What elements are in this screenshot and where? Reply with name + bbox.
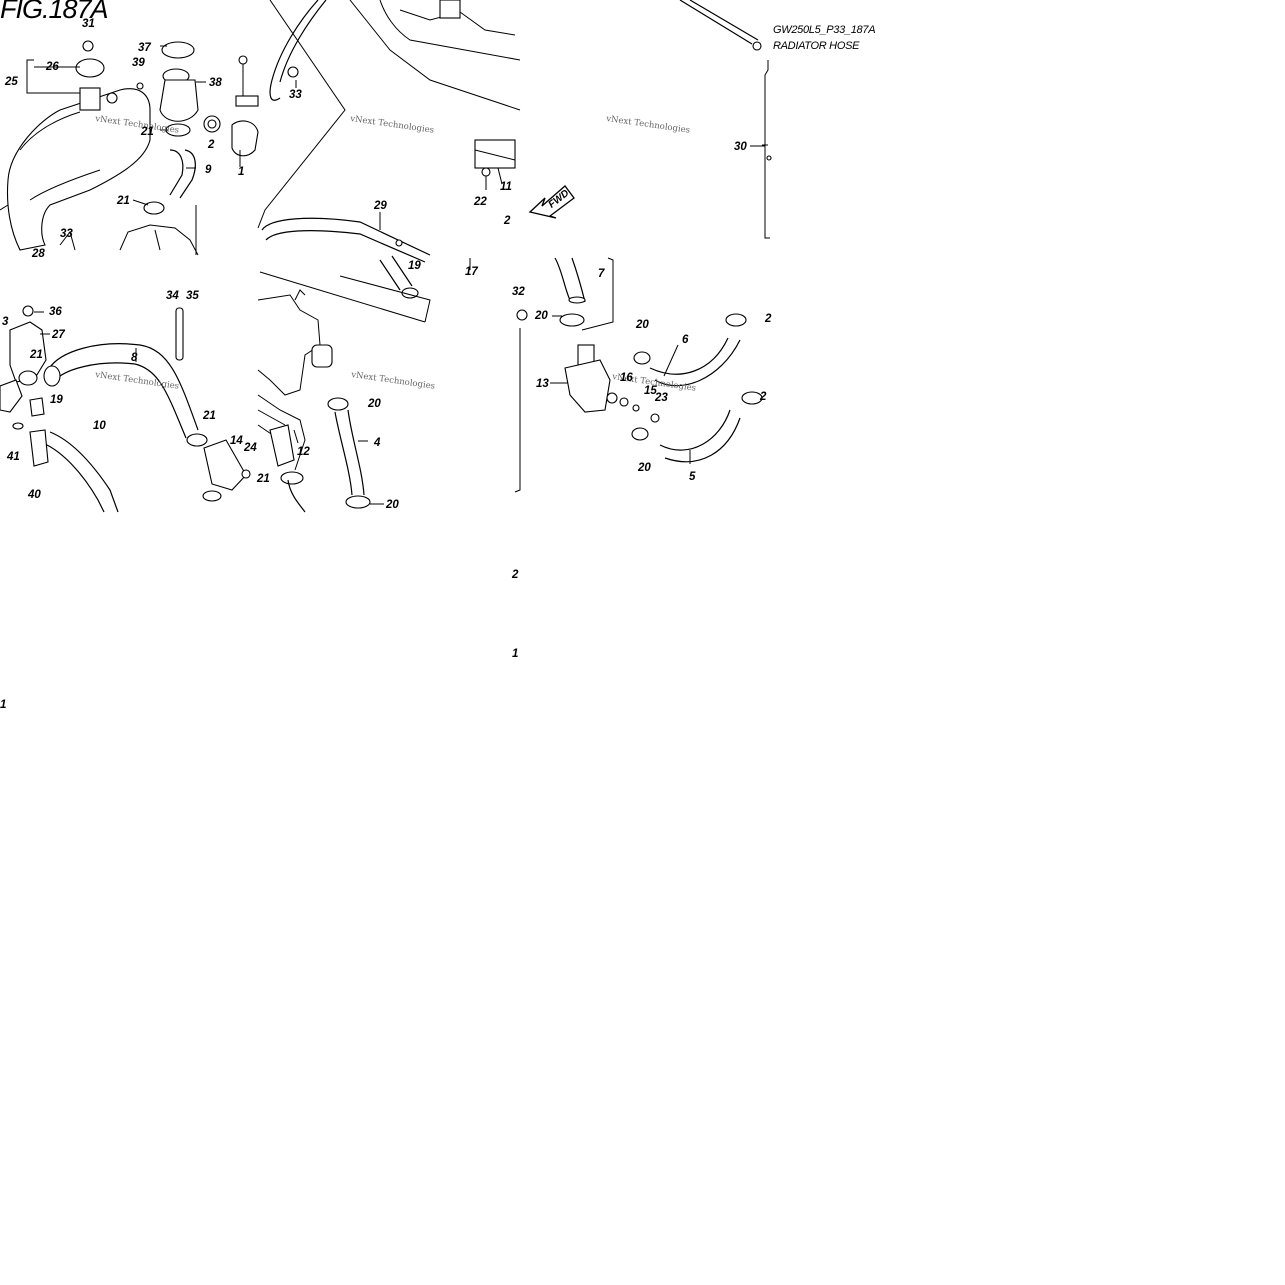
callout: 23 — [654, 392, 668, 404]
callout: 41 — [6, 451, 20, 463]
overflow-hose — [269, 0, 327, 101]
hose-8 — [43, 343, 199, 439]
watermarks: vNext Technologies vNext Technologies vN… — [94, 114, 697, 394]
callout: 21 — [29, 349, 43, 361]
figure-title: FIG.187A — [0, 0, 109, 24]
clip-34-35 — [175, 307, 184, 361]
callout: 11 — [500, 181, 512, 193]
callout: 4 — [373, 437, 381, 449]
callout: 8 — [131, 352, 138, 364]
callout: 29 — [373, 200, 387, 212]
callout: 2 — [503, 215, 511, 227]
leader-lines — [26, 45, 765, 505]
callout: 33 — [60, 228, 73, 240]
callout: 35 — [186, 290, 199, 302]
callout: 20 — [637, 462, 651, 474]
figure-reference: GW250L5_P33_187A RADIATOR HOSE — [773, 22, 876, 54]
callout: 1 — [512, 648, 518, 660]
hose-4 — [327, 397, 371, 509]
callout: 40 — [27, 489, 41, 501]
callout: 21 — [256, 473, 270, 485]
callout: 20 — [367, 398, 381, 410]
callout: 22 — [473, 196, 487, 208]
callout: 25 — [4, 76, 18, 88]
callout: 6 — [682, 334, 689, 346]
callout: 20 — [385, 499, 399, 511]
callout: 12 — [297, 446, 310, 458]
callout: 3 — [2, 316, 9, 328]
callout: 39 — [132, 57, 145, 69]
callout: 16 — [620, 372, 633, 384]
callout: 27 — [51, 329, 65, 341]
radiator-outline — [257, 0, 521, 229]
callout: 17 — [465, 266, 478, 278]
callout: 34 — [166, 290, 179, 302]
upper-hose-9 — [143, 123, 196, 215]
callout: 13 — [536, 378, 549, 390]
divider-lines — [339, 258, 471, 323]
callout: 19 — [50, 394, 63, 406]
callout: 20 — [534, 310, 548, 322]
thermostat-housing — [136, 41, 259, 157]
figure-name: RADIATOR HOSE — [773, 40, 860, 52]
fwd-arrow: FWD — [528, 185, 575, 219]
hose-6 — [633, 313, 747, 387]
hose-29 — [259, 217, 431, 323]
callout: 26 — [45, 61, 59, 73]
watermark-4: vNext Technologies — [94, 370, 180, 392]
callout: 1 — [238, 166, 244, 178]
callout: 2 — [207, 139, 215, 151]
callout: 30 — [734, 141, 747, 153]
callout: 2 — [764, 313, 772, 325]
reservoir-tank — [0, 40, 151, 251]
hose-10 — [44, 431, 119, 513]
callout: 21 — [202, 410, 216, 422]
callout: 21 — [116, 195, 130, 207]
callout: 31 — [82, 18, 95, 30]
watermark-2: vNext Technologies — [349, 114, 435, 136]
figure-code: GW250L5_P33_187A — [773, 24, 876, 36]
callout: 10 — [93, 420, 106, 432]
engine-block — [59, 205, 199, 256]
engine-side — [257, 289, 333, 471]
callout: 2 — [759, 391, 767, 403]
callout: 32 — [512, 286, 525, 298]
callout: 36 — [49, 306, 62, 318]
hose-7 — [554, 257, 614, 331]
callout: 38 — [209, 77, 222, 89]
watermark-5: vNext Technologies — [350, 370, 436, 392]
callout: 5 — [689, 471, 696, 483]
callout: 24 — [243, 442, 257, 454]
callout: 28 — [31, 248, 45, 260]
callout: 14 — [230, 435, 243, 447]
watermark-3: vNext Technologies — [605, 114, 691, 136]
radiator-hose-30 — [679, 0, 772, 239]
callout: 19 — [408, 260, 421, 272]
callout: 21 — [140, 126, 154, 138]
callout: 9 — [205, 164, 212, 176]
callout: 20 — [635, 319, 649, 331]
callout-labels: 31 26 25 37 39 38 21 2 1 9 21 33 28 33 2… — [0, 18, 772, 711]
hose-5 — [631, 391, 763, 463]
fitting-14 — [186, 433, 251, 502]
callout: 37 — [138, 42, 151, 54]
joint-13 — [514, 309, 640, 493]
callout: 7 — [598, 268, 605, 280]
callout: 1 — [0, 699, 6, 711]
hose-12 — [269, 424, 306, 513]
bolt-22 — [481, 167, 491, 190]
callout: 2 — [511, 569, 519, 581]
callout: 33 — [289, 89, 302, 101]
callout: 15 — [644, 385, 657, 397]
sensor-40-41 — [0, 370, 49, 467]
bracket-27 — [9, 305, 47, 383]
